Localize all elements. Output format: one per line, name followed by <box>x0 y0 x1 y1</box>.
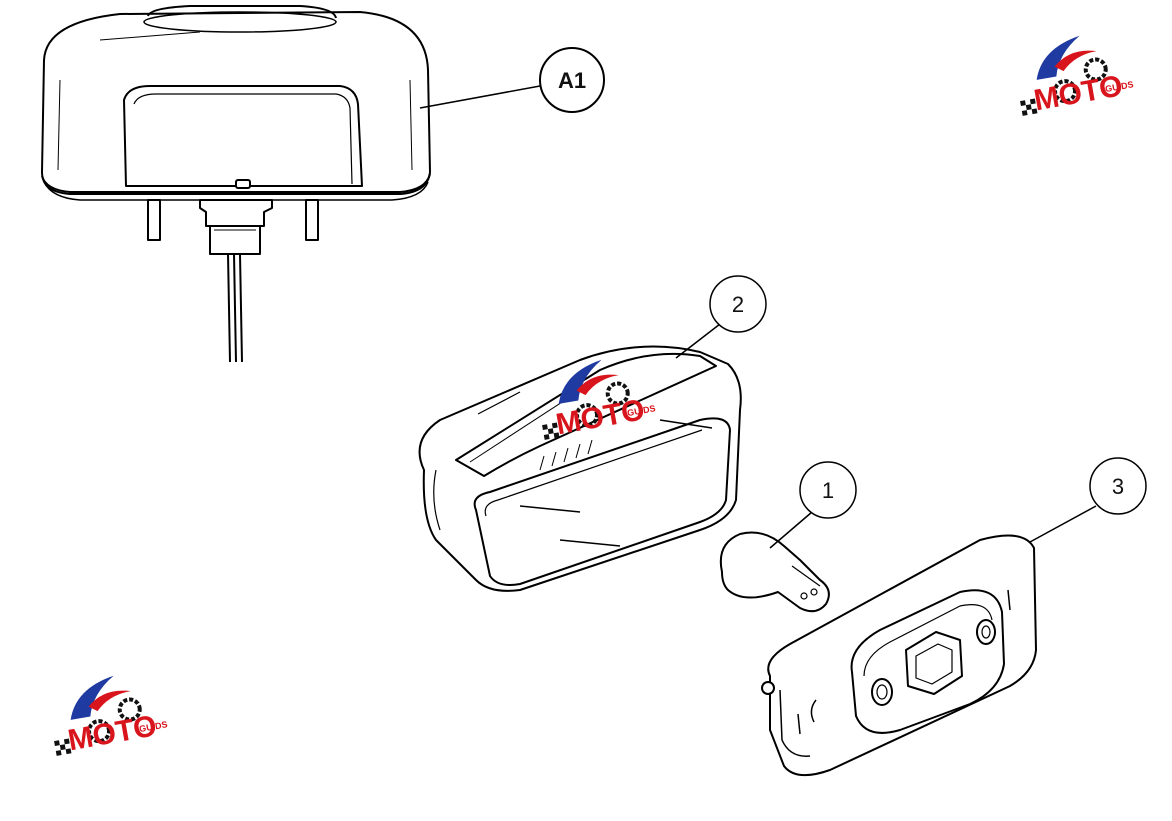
part-2-lens <box>418 345 742 592</box>
part-a1-assembly <box>41 5 431 363</box>
watermark-logo-sub: GUIDS <box>1104 79 1134 94</box>
watermark-logo-sub: GUIDS <box>138 719 168 734</box>
watermark-logo-top-right: MOTO GUIDS <box>1008 30 1134 118</box>
callout-1-label: 1 <box>822 478 834 503</box>
watermark-logo-bottom-left: MOTO GUIDS <box>42 670 168 758</box>
callout-2: 2 <box>675 275 767 359</box>
callout-a1: A1 <box>419 47 605 113</box>
callout-3: 3 <box>1029 457 1147 543</box>
callout-1: 1 <box>769 461 857 549</box>
part-3-base <box>761 534 1037 777</box>
callout-3-label: 3 <box>1112 474 1124 499</box>
callout-a1-label: A1 <box>558 68 586 93</box>
watermark-logo-sub: GUIDS <box>626 403 656 418</box>
callout-2-label: 2 <box>732 292 744 317</box>
part-1-bulb <box>719 531 830 613</box>
